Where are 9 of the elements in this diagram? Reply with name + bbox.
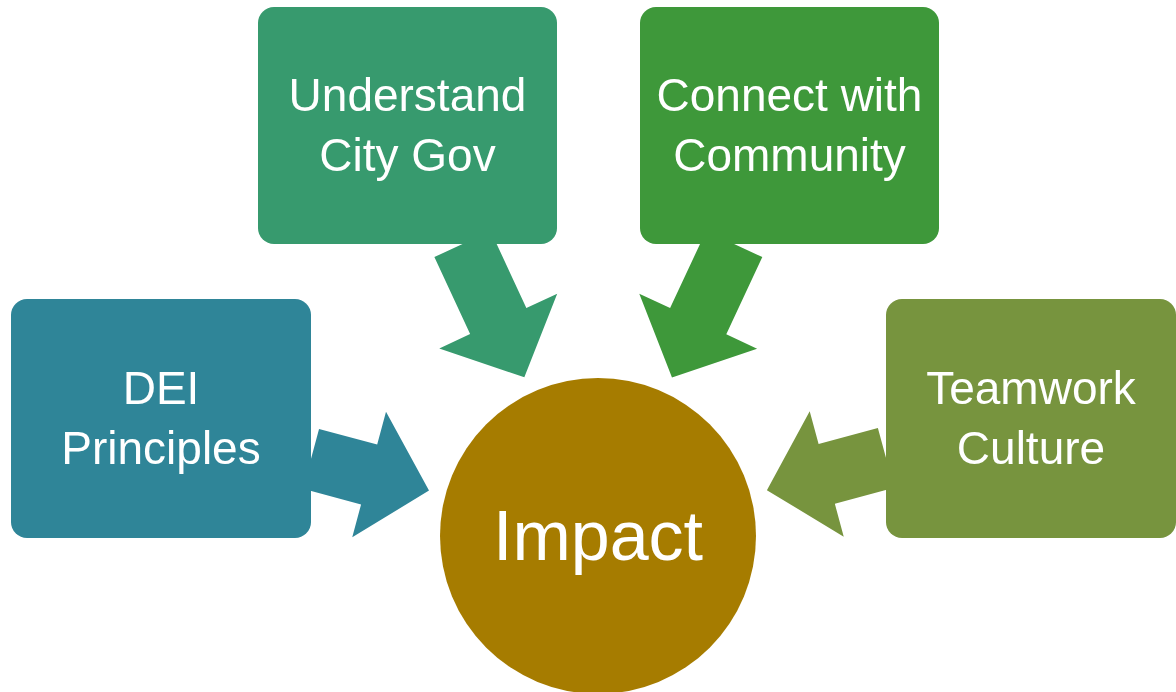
node-label: Connect with Community (655, 67, 924, 183)
node-label: DEI Principles (60, 360, 262, 476)
category-box (640, 7, 939, 244)
category-box (886, 299, 1176, 538)
category-box (11, 299, 311, 538)
category-box (258, 7, 557, 244)
node-label: Understand City Gov (287, 67, 528, 183)
node-label: Teamwork Culture (925, 360, 1137, 476)
node-label: Impact (491, 495, 705, 577)
